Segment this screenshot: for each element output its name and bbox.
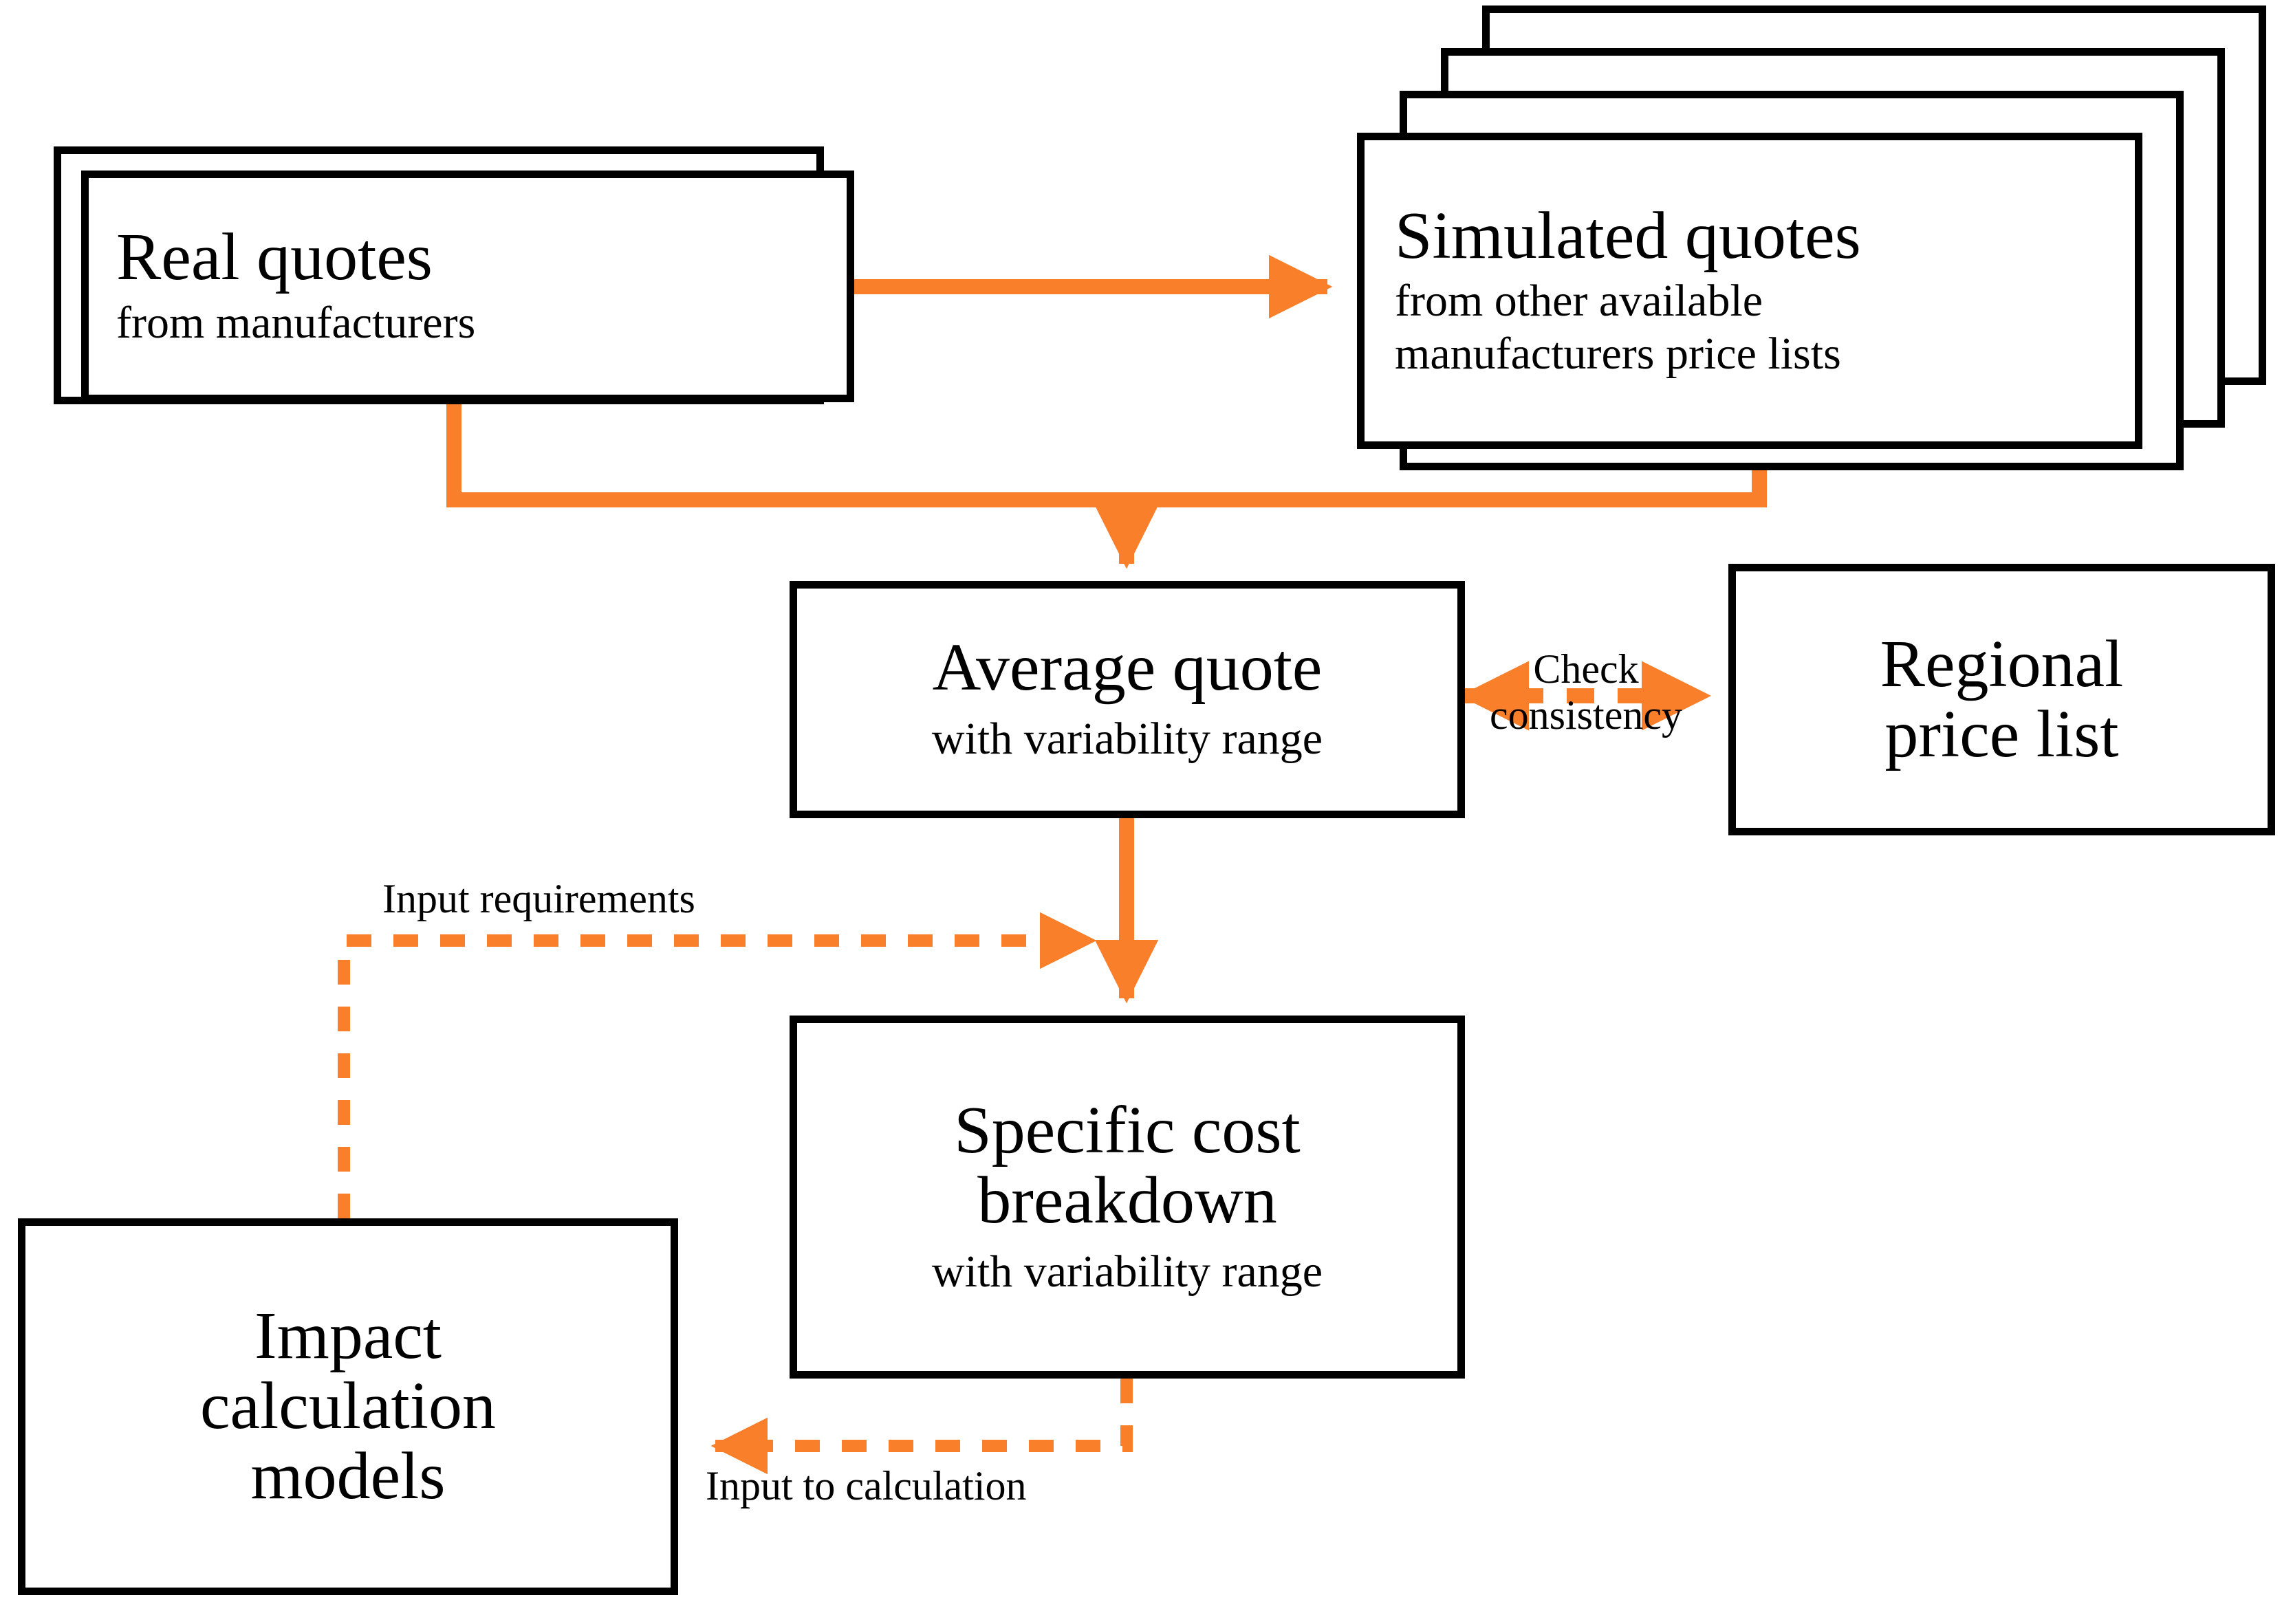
real-quotes-title: Real quotes — [116, 220, 433, 295]
simulated-quotes-title: Simulated quotes — [1395, 198, 1861, 273]
average-quote-title: Average quote — [932, 630, 1323, 705]
node-real-quotes[interactable]: Real quotes from manufacturers — [81, 171, 854, 402]
average-quote-subtitle: with variability range — [931, 714, 1323, 765]
simulated-quotes-subtitle-line1: from other available — [1395, 276, 1763, 327]
regional-price-list-title-line1: Regional — [1880, 626, 2124, 701]
impact-calculation-models-title-line1: Impact — [254, 1299, 442, 1374]
specific-cost-breakdown-title-line1: Specific cost — [954, 1093, 1301, 1167]
specific-cost-breakdown-subtitle: with variability range — [931, 1246, 1323, 1297]
edge-label-check-consistency: Check consistency — [1465, 646, 1707, 738]
node-simulated-quotes[interactable]: Simulated quotes from other available ma… — [1357, 133, 2142, 449]
specific-cost-breakdown-title-line2: breakdown — [977, 1163, 1277, 1238]
simulated-quotes-subtitle-line2: manufacturers price lists — [1395, 328, 1841, 379]
check-consistency-line2: consistency — [1490, 692, 1682, 738]
edge-input-to-calculation — [710, 1379, 1133, 1475]
edge-label-input-to-calculation: Input to calculation — [706, 1463, 1027, 1509]
impact-calculation-models-title-line3: models — [250, 1438, 446, 1513]
node-average-quote[interactable]: Average quote with variability range — [790, 581, 1465, 818]
edge-label-input-requirements: Input requirements — [382, 876, 695, 922]
input-requirements-text: Input requirements — [382, 876, 695, 921]
real-quotes-subtitle: from manufacturers — [116, 298, 476, 349]
impact-calculation-models-title-line2: calculation — [200, 1369, 496, 1444]
check-consistency-line1: Check — [1533, 646, 1639, 692]
node-impact-calculation-models[interactable]: Impact calculation models — [18, 1218, 678, 1595]
input-to-calculation-text: Input to calculation — [706, 1463, 1027, 1508]
node-specific-cost-breakdown[interactable]: Specific cost breakdown with variability… — [790, 1016, 1465, 1379]
node-regional-price-list[interactable]: Regional price list — [1728, 564, 2275, 835]
regional-price-list-title-line2: price list — [1884, 696, 2119, 771]
